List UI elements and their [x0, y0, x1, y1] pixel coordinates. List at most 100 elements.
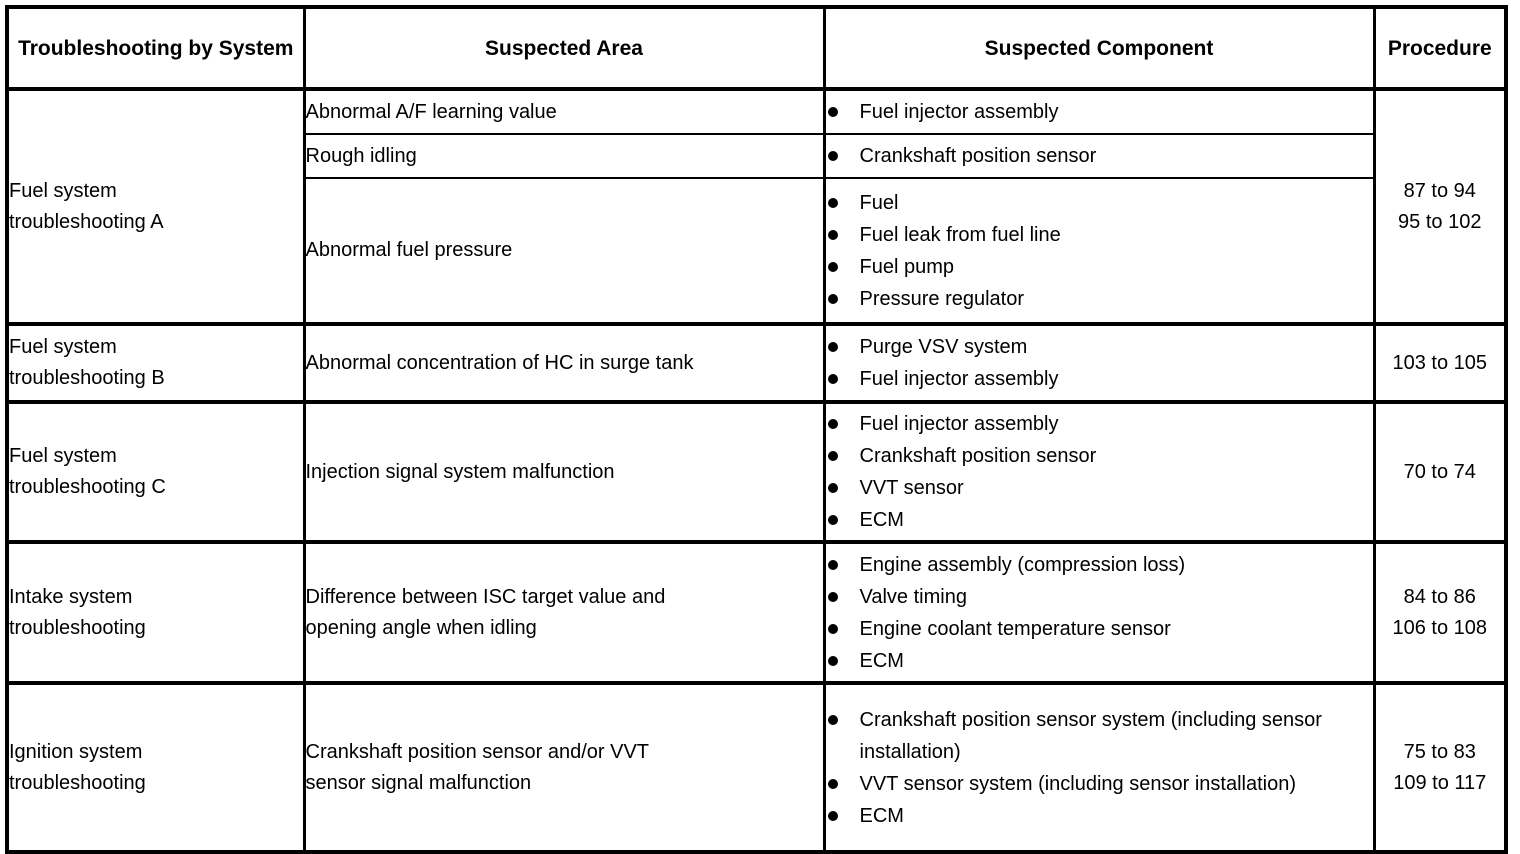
component-label: Pressure regulator	[859, 287, 1025, 310]
bullet-icon	[827, 197, 838, 208]
component-list: Engine assembly (compression loss) Valve…	[826, 549, 1373, 677]
cell-system: Intake system troubleshooting	[7, 540, 306, 683]
procedure-line1: 70 to 74	[1403, 460, 1476, 483]
component-label: Crankshaft position sensor system (inclu…	[859, 708, 1322, 763]
component-label: Fuel leak from fuel line	[859, 223, 1061, 246]
component-list: Fuel Fuel leak from fuel line Fuel pump	[826, 187, 1373, 315]
bullet-icon	[827, 374, 838, 384]
component-list: Fuel injector assembly Crankshaft positi…	[826, 408, 1373, 536]
bullet-icon	[827, 778, 838, 789]
cell-system: Fuel system troubleshooting B	[7, 322, 306, 402]
cell-component: Fuel injector assembly Crankshaft positi…	[824, 400, 1376, 542]
bullet-icon	[827, 810, 838, 821]
list-item: Fuel pump	[826, 251, 1373, 283]
cell-area: Abnormal fuel pressure	[304, 178, 826, 324]
component-label: Fuel pump	[859, 255, 955, 278]
list-item: Crankshaft position sensor system (inclu…	[826, 704, 1373, 768]
bullet-icon	[827, 515, 838, 525]
system-name-line1: Fuel system	[9, 336, 117, 358]
list-item: ECM	[826, 504, 1373, 536]
list-item: ECM	[826, 645, 1373, 677]
column-header-area: Suspected Area	[304, 7, 826, 91]
component-list: Crankshaft position sensor	[826, 140, 1373, 172]
list-item: Fuel injector assembly	[826, 363, 1373, 395]
list-item: Fuel	[826, 187, 1373, 219]
list-item: Engine assembly (compression loss)	[826, 549, 1373, 581]
system-name-line1: Fuel system	[9, 179, 117, 202]
cell-component: Engine assembly (compression loss) Valve…	[824, 540, 1376, 683]
bullet-icon	[827, 483, 838, 493]
system-name-line1: Ignition system	[9, 740, 143, 763]
cell-system: Fuel system troubleshooting C	[7, 400, 306, 542]
bullet-icon	[827, 559, 838, 570]
column-header-component: Suspected Component	[824, 7, 1376, 91]
system-name-line2: troubleshooting B	[9, 367, 165, 389]
bullet-icon	[827, 151, 838, 161]
cell-area: Abnormal concentration of HC in surge ta…	[304, 322, 826, 402]
component-label: Fuel	[859, 191, 899, 214]
bullet-icon	[827, 342, 838, 352]
system-name-line1: Intake system	[9, 585, 133, 608]
component-label: ECM	[859, 804, 904, 827]
cell-procedure: 103 to 105	[1374, 322, 1506, 402]
area-text-line1: Abnormal A/F learning value	[305, 100, 557, 123]
cell-area: Injection signal system malfunction	[304, 400, 826, 542]
component-list: Crankshaft position sensor system (inclu…	[826, 704, 1373, 832]
area-text-line1: Abnormal concentration of HC in surge ta…	[305, 351, 694, 374]
cell-component: Fuel Fuel leak from fuel line Fuel pump	[824, 178, 1376, 324]
bullet-icon	[827, 419, 838, 429]
procedure-line1: 87 to 94	[1403, 179, 1476, 202]
list-item: VVT sensor system (including sensor inst…	[826, 768, 1373, 800]
bullet-icon	[827, 591, 838, 602]
cell-area: Difference between ISC target value and …	[304, 540, 826, 683]
component-label: Engine assembly (compression loss)	[859, 553, 1186, 576]
component-label: Crankshaft position sensor	[859, 445, 1097, 467]
procedure-line1: 75 to 83	[1403, 740, 1476, 763]
bullet-icon	[827, 451, 838, 461]
area-text-line1: Rough idling	[305, 144, 417, 167]
cell-procedure: 87 to 94 95 to 102	[1374, 87, 1506, 324]
system-name-line2: troubleshooting	[9, 616, 146, 639]
area-text-line1: Abnormal fuel pressure	[305, 239, 513, 261]
list-item: Purge VSV system	[826, 331, 1373, 363]
procedure-line2: 109 to 117	[1393, 771, 1487, 794]
bullet-icon	[827, 655, 838, 666]
table-row: Abnormal fuel pressure Fuel Fuel leak fr…	[7, 178, 1506, 324]
cell-component: Crankshaft position sensor system (inclu…	[824, 681, 1376, 852]
component-label: ECM	[859, 649, 904, 672]
area-text-line1: Crankshaft position sensor and/or VVT	[305, 740, 650, 763]
component-label: VVT sensor system (including sensor inst…	[859, 772, 1296, 795]
table-row: Fuel system troubleshooting C Injection …	[7, 400, 1506, 542]
list-item: Pressure regulator	[826, 283, 1373, 315]
table-row: Rough idling Crankshaft position sensor	[7, 134, 1506, 179]
table-header-row: Troubleshooting by System Suspected Area…	[7, 7, 1506, 91]
cell-area: Abnormal A/F learning value	[304, 87, 826, 135]
cell-system: Fuel system troubleshooting A	[7, 87, 306, 324]
troubleshooting-table: Troubleshooting by System Suspected Area…	[5, 5, 1508, 854]
cell-procedure: 75 to 83 109 to 117	[1374, 681, 1506, 852]
system-name-line1: Fuel system	[9, 445, 117, 467]
bullet-icon	[827, 261, 838, 272]
table-row: Ignition system troubleshooting Cranksha…	[7, 681, 1506, 852]
system-name-line2: troubleshooting A	[9, 210, 164, 233]
component-label: Engine coolant temperature sensor	[859, 617, 1171, 640]
bullet-icon	[827, 714, 838, 725]
cell-system: Ignition system troubleshooting	[7, 681, 306, 852]
column-header-system: Troubleshooting by System	[7, 7, 306, 91]
component-label: Fuel injector assembly	[859, 413, 1059, 435]
list-item: Fuel injector assembly	[826, 408, 1373, 440]
component-label: Valve timing	[859, 585, 967, 608]
table-row: Fuel system troubleshooting A Abnormal A…	[7, 87, 1506, 324]
cell-component: Fuel injector assembly	[824, 87, 1376, 135]
component-label: ECM	[859, 509, 904, 531]
system-name-line2: troubleshooting	[9, 771, 146, 794]
bullet-icon	[827, 623, 838, 634]
table-row: Fuel system troubleshooting B Abnormal c…	[7, 322, 1506, 402]
cell-area: Rough idling	[304, 134, 826, 179]
procedure-line1: 84 to 86	[1403, 585, 1476, 608]
cell-procedure: 84 to 86 106 to 108	[1374, 540, 1506, 683]
cell-component: Crankshaft position sensor	[824, 134, 1376, 179]
component-label: VVT sensor	[859, 477, 964, 499]
list-item: Valve timing	[826, 581, 1373, 613]
component-label: Fuel injector assembly	[859, 101, 1059, 123]
